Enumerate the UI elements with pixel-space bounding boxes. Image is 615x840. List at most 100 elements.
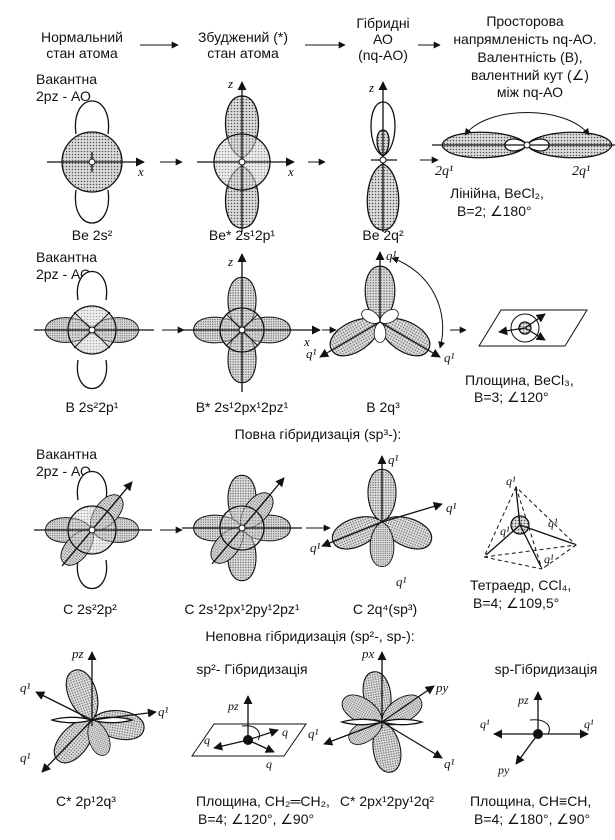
row4-q1-d: q¹	[308, 726, 319, 741]
row3-result-line1: Тетраедр, CCl₄,	[470, 577, 571, 593]
row4-result2-line1: Площина, CH≡CH,	[470, 793, 591, 809]
row4-sp2-q-a: q	[204, 733, 210, 747]
row2-q1-right: q¹	[444, 350, 455, 365]
row3-q1-bottom: q¹	[396, 574, 407, 589]
row4-sp2-pz: pz	[227, 699, 239, 713]
row4-px: px	[361, 646, 375, 661]
row1: Вакантна 2pz - АО x Be 2s² x z Be* 2s¹2p…	[36, 71, 615, 243]
row4-sub1: sp²- Гібридизація	[196, 661, 307, 677]
row2-b-ground-orbitals	[34, 271, 154, 389]
row4-c-sp-orbitals: px py q¹ q¹	[308, 646, 455, 775]
row4-result2-line2: B=4; ∠180°, ∠90°	[474, 811, 590, 827]
row4-sp2-q-c: q	[266, 757, 272, 771]
row3-vacant-line1: Вакантна	[36, 446, 97, 462]
section4-title: Неповна гібридизація (sp²-, sp-):	[205, 628, 414, 644]
row4-sub2: sp-Гібридизація	[495, 661, 598, 677]
row3: Вакантна 2pz - АО C 2s²2p²	[34, 446, 578, 617]
row1-be-ground-orbitals: x	[47, 100, 145, 224]
header-col4-line3: Валентність (В),	[477, 49, 582, 65]
header-col4-line1: Просторова	[486, 13, 564, 29]
row4-sp2-planar: pz q q q	[191, 695, 307, 771]
row3-c-excited-orbitals	[182, 474, 302, 582]
row1-vacant-line1: Вакантна	[36, 71, 97, 87]
row4-sp2-q-b: q	[282, 725, 288, 739]
row4-pz-1: pz	[71, 646, 84, 661]
section3-title: Повна гібридизація (sp³-):	[235, 426, 402, 442]
row1-label-be-excited: Be* 2s¹2p¹	[209, 227, 275, 243]
row2-label-b-excited: B* 2s¹2px¹2pz¹	[196, 399, 289, 415]
row2: Вакантна 2pz - АО B 2s²2p¹	[34, 248, 588, 415]
row1-axis-x-1: x	[137, 164, 144, 179]
row4-result1-line2: B=4; ∠120°, ∠90°	[198, 811, 314, 827]
header-col1-line2: стан атома	[46, 45, 118, 61]
row4-q1-e: q¹	[444, 756, 455, 771]
header-col4-line5: між nq-АО	[497, 84, 563, 100]
row4-sp-pz: pz	[517, 693, 529, 707]
row4-sp-q1-a: q¹	[480, 717, 490, 731]
row1-label-be: Be 2s²	[72, 227, 113, 243]
row3-result-line2: B=4; ∠109,5°	[473, 595, 559, 611]
row3-tet-q1-b: q¹	[500, 524, 510, 538]
row1-vacant-line2: 2pz - АО	[36, 88, 91, 104]
header: Нормальний стан атома Збуджений (*) стан…	[41, 13, 597, 100]
row4-sp-q1-b: q¹	[584, 717, 594, 731]
row1-be-excited-orbitals: x z	[197, 76, 295, 232]
row4-c-sp2-orbitals: pz q¹ q¹ q¹	[20, 646, 169, 773]
row1-linear-geometry	[432, 112, 615, 159]
row4-q1-c: q¹	[20, 750, 31, 765]
row2-result-line2: B=3; ∠120°	[474, 389, 549, 405]
row3-label-c: C 2s²2p²	[63, 601, 117, 617]
row2-axis-z: z	[227, 254, 233, 269]
row3-label-c-excited: C 2s¹2px¹2py¹2pz¹	[184, 601, 299, 617]
row4-label-2: C* 2px¹2py¹2q²	[340, 793, 434, 809]
row1-axis-z-3: z	[368, 80, 374, 95]
header-col2-line1: Збуджений (*)	[198, 29, 288, 45]
header-col2-line2: стан атома	[207, 45, 279, 61]
row3-tet-q1-a: q¹	[506, 474, 516, 488]
row1-q-right: 2q¹	[572, 164, 590, 179]
row2-result-line1: Площина, BeCl₃,	[465, 372, 574, 388]
row3-tetrahedral-geometry: q¹ q¹ q¹ q¹	[483, 474, 578, 570]
row2-label-b-hybrid: B 2q³	[366, 399, 400, 415]
row1-axis-x-2: x	[287, 164, 294, 179]
row3-c-ground-orbitals	[34, 471, 152, 589]
row2-b-hybrid-orbitals: q¹ q¹ q¹	[306, 248, 455, 365]
row1-result-line2: B=2; ∠180°	[457, 203, 532, 219]
row4: pz q¹ q¹ q¹ C* 2p¹2q³ sp²- Гібридизація …	[20, 646, 597, 827]
header-col3-line3: (nq-AO)	[358, 47, 408, 63]
row4-sp-py: py	[497, 763, 510, 777]
row2-planar-geometry	[478, 309, 588, 347]
row2-q1-top: q¹	[386, 248, 397, 263]
row2-label-b: B 2s²2p¹	[66, 399, 119, 415]
row1-label-be-hybrid: Be 2q²	[362, 227, 404, 243]
row2-vacant-line1: Вакантна	[36, 249, 97, 265]
row2-axis-x: x	[303, 334, 310, 349]
row4-sp-linear: pz q¹ q¹ py	[480, 691, 594, 777]
row1-q-left: 2q¹	[435, 164, 453, 179]
row3-c-hybrid-orbitals: q¹ q¹ q¹ q¹	[310, 452, 457, 589]
row3-tet-q1-d: q¹	[544, 552, 554, 566]
header-col1-line1: Нормальний	[41, 29, 123, 45]
row4-py: py	[435, 680, 449, 695]
row1-result-line1: Лінійна, BeCl₂,	[450, 185, 544, 201]
row3-q1-right: q¹	[446, 500, 457, 515]
row1-axis-z-2: z	[227, 76, 233, 91]
row4-q1-b: q¹	[158, 704, 169, 719]
row4-result1-line1: Площина, CH₂═CH₂,	[196, 793, 330, 809]
header-col3-line2: АО	[373, 31, 393, 47]
row3-vacant-line2: 2pz - АО	[36, 463, 91, 479]
header-col3-line1: Гібридні	[356, 15, 409, 31]
row1-be-hybrid-orbitals: z	[366, 80, 400, 232]
row2-vacant-line2: 2pz - АО	[36, 266, 91, 282]
row2-q1-left: q¹	[306, 346, 317, 361]
row2-b-excited-orbitals: x z	[182, 253, 321, 392]
row4-q1-a: q¹	[20, 680, 31, 695]
header-col4-line2: напрямленість nq-АО.	[453, 31, 596, 47]
header-col4-line4: валентний кут (∠)	[471, 67, 589, 83]
row3-q1-top: q¹	[388, 452, 399, 467]
row4-label-1: C* 2p¹2q³	[56, 793, 116, 809]
row3-q1-left: q¹	[310, 540, 321, 555]
row3-label-c-hybrid: C 2q⁴(sp³)	[353, 601, 417, 617]
row3-tet-q1-c: q¹	[548, 516, 558, 530]
